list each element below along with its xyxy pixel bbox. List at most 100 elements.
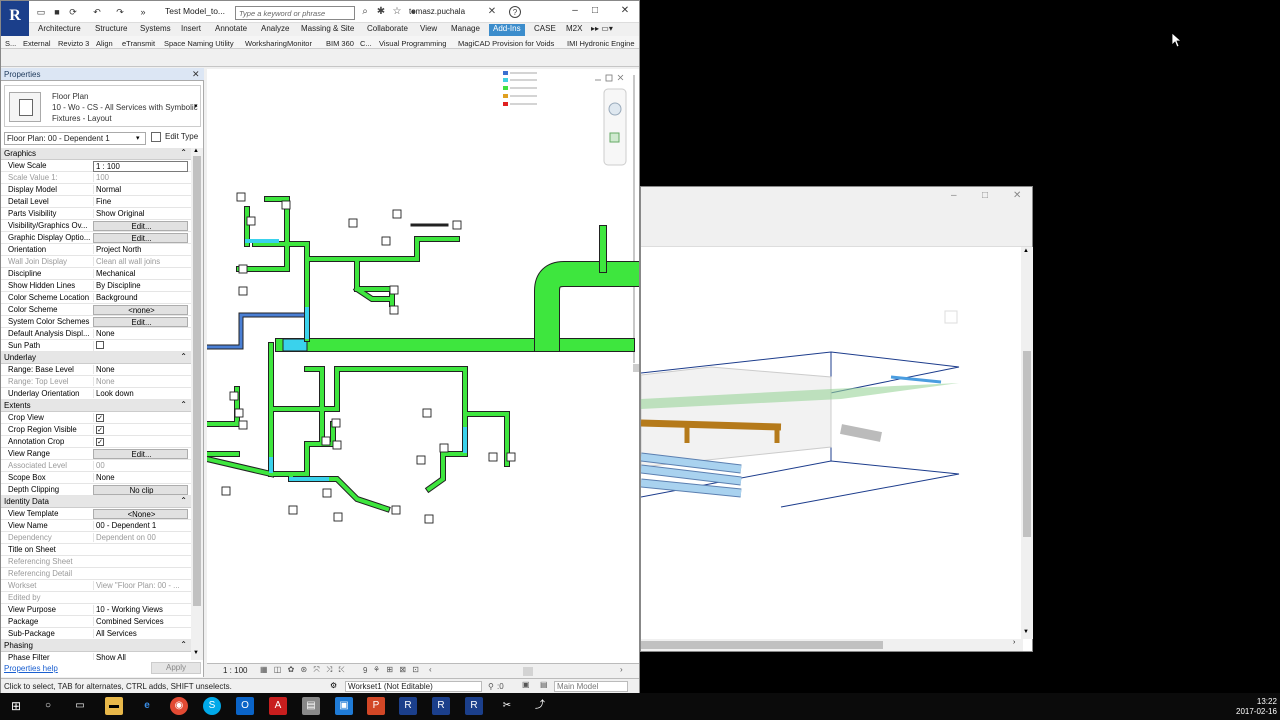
editing-requests-icon[interactable]: ⚲ <box>488 682 494 691</box>
collapse-icon[interactable]: ⌃ <box>180 148 187 157</box>
chevron-down-icon[interactable]: ▾ <box>136 135 140 142</box>
scroll-up-icon[interactable]: ▲ <box>1023 248 1029 254</box>
canvas-scrollbar-thumb[interactable] <box>633 364 639 372</box>
instance-filter-dropdown[interactable]: Floor Plan: 00 - Dependent 1 <box>4 132 146 145</box>
remote-desktop-icon[interactable]: ▣ <box>335 697 353 715</box>
star-icon[interactable]: ☆ <box>392 6 402 17</box>
property-value[interactable]: By Discipline <box>93 281 188 290</box>
tab-manage[interactable]: Manage <box>451 24 480 33</box>
taskbar-app-icon[interactable]: ⤴ <box>535 700 545 711</box>
3d-vertical-scrollbar[interactable]: ▲ ▼ <box>1021 247 1033 639</box>
floor-plan-view[interactable] <box>203 69 641 663</box>
tab-structure[interactable]: Structure <box>95 24 128 33</box>
scroll-down-icon[interactable]: ▼ <box>193 650 199 656</box>
maximize-icon[interactable]: □ <box>982 190 989 201</box>
app-icon-generic[interactable]: ▤ <box>302 697 320 715</box>
tab-view[interactable]: View <box>420 24 438 33</box>
property-value[interactable]: Look down <box>93 389 188 398</box>
edge-icon[interactable]: e <box>144 700 150 711</box>
scrollbar-thumb[interactable] <box>1023 351 1031 537</box>
search-input[interactable]: Type a keyword or phrase <box>235 6 355 20</box>
scroll-left-icon[interactable]: ‹ <box>429 665 432 674</box>
property-edit-button[interactable]: Edit... <box>93 221 188 231</box>
property-group-header[interactable]: Identity Data⌃ <box>1 496 191 508</box>
navigation-bar[interactable] <box>603 88 627 166</box>
scrollbar-thumb[interactable] <box>193 156 201 606</box>
property-edit-button[interactable]: <None> <box>93 509 188 519</box>
steering-wheel-icon[interactable] <box>608 102 622 116</box>
windows-start-icon[interactable]: ⊞ <box>10 699 22 713</box>
zoom-icon[interactable] <box>609 132 620 143</box>
property-value[interactable]: Fine <box>93 197 188 206</box>
active-workset-dropdown[interactable]: Workset1 (Not Editable) <box>345 681 482 692</box>
3d-view-window[interactable]: – □ ✕ ▲ ▼ › <box>640 186 1033 652</box>
view-control-icons-2[interactable]: ⚘ ⊞ ⊠ ⊡ <box>373 665 421 674</box>
checkbox[interactable]: ✓ <box>96 438 104 446</box>
minimize-icon[interactable]: – <box>951 190 957 201</box>
file-explorer-icon[interactable]: ▬ <box>105 697 123 715</box>
addin-s[interactable]: S... <box>5 39 17 48</box>
type-selector[interactable]: Floor Plan 10 - Wo - CS - All Services w… <box>4 85 201 127</box>
subscription-icon[interactable]: ✱ <box>376 6 386 17</box>
addin-bim360[interactable]: BIM 360 <box>326 39 354 48</box>
tab-systems[interactable]: Systems <box>140 24 171 33</box>
tab-add-ins[interactable]: Add-Ins <box>489 24 525 36</box>
addin-revizto[interactable]: Revizto 3 <box>58 39 90 48</box>
workset-icon[interactable]: ⚙ <box>330 681 338 690</box>
checkbox[interactable] <box>96 341 104 349</box>
redo-icon[interactable]: ↷ <box>116 7 124 17</box>
view-control-icons[interactable]: ▦ ◫ ✿ ⊛ ⤧ ⤨ ⤪ <box>260 665 348 674</box>
addin-imi-hydronic[interactable]: IMI Hydronic Engine <box>567 39 635 48</box>
property-value[interactable]: 1 : 100 <box>93 161 188 172</box>
property-edit-button[interactable]: <none> <box>93 305 188 315</box>
view-scale-label[interactable]: 1 : 100 <box>223 666 248 675</box>
scroll-down-icon[interactable]: ▼ <box>1023 629 1029 635</box>
task-view-icon[interactable]: ▭ <box>75 700 85 711</box>
property-value[interactable]: All Services <box>93 629 188 638</box>
property-value[interactable]: None <box>93 365 188 374</box>
taskbar-clock[interactable]: 13:22 2017-02-16 <box>1236 697 1277 717</box>
property-group-header[interactable]: Graphics⌃ <box>1 148 191 160</box>
edit-type-icon[interactable] <box>151 132 161 142</box>
tab-massing-site[interactable]: Massing & Site <box>301 24 355 33</box>
property-value[interactable]: 10 - Working Views <box>93 605 188 614</box>
collapse-icon[interactable]: ⌃ <box>180 496 187 505</box>
revit-icon[interactable]: R <box>465 697 483 715</box>
addin-magicad[interactable]: MagiCAD Provision for Voids <box>458 39 555 48</box>
binoculars-icon[interactable]: ⌕ <box>362 6 368 17</box>
ribbon-options-icon[interactable]: ▸▸ ▭▾ <box>591 24 613 33</box>
addin-space-naming[interactable]: Space Naming Utility <box>164 39 234 48</box>
minimize-icon[interactable]: – <box>572 5 578 16</box>
addin-c[interactable]: C... <box>360 39 372 48</box>
checkbox[interactable]: ✓ <box>96 426 104 434</box>
property-value[interactable]: None <box>93 473 188 482</box>
properties-scrollbar[interactable]: ▲ ▼ <box>191 148 203 660</box>
chevron-down-icon[interactable]: ▾ <box>194 103 198 110</box>
design-option-dropdown[interactable]: Main Model <box>554 681 628 692</box>
save-icon[interactable]: ■ <box>54 7 60 17</box>
more-icon[interactable]: » <box>140 7 146 17</box>
user-icon[interactable]: ● <box>410 7 416 16</box>
horizontal-scrollbar-thumb[interactable] <box>523 667 533 676</box>
tab-insert[interactable]: Insert <box>181 24 202 33</box>
apply-button[interactable]: Apply <box>151 662 201 674</box>
property-value[interactable]: Background <box>93 293 188 302</box>
snipping-tool-icon[interactable]: ✂ <box>502 700 512 711</box>
filter-icon[interactable]: ▤ <box>540 680 548 689</box>
maximize-icon[interactable]: □ <box>591 5 599 16</box>
tab-architecture[interactable]: Architecture <box>38 24 81 33</box>
property-group-header[interactable]: Extents⌃ <box>1 400 191 412</box>
property-value[interactable]: None <box>93 329 188 338</box>
tab-case[interactable]: CASE <box>534 24 556 33</box>
collapse-icon[interactable]: ⌃ <box>180 400 187 409</box>
open-icon[interactable]: ▭ <box>36 7 46 17</box>
close-icon[interactable]: ✕ <box>620 5 630 16</box>
design-options-icon[interactable]: ▣ <box>522 680 530 689</box>
search-icon[interactable]: ○ <box>44 700 52 711</box>
collapse-icon[interactable]: ⌃ <box>180 640 187 649</box>
addin-external[interactable]: External <box>23 39 51 48</box>
property-value[interactable]: ✓ <box>93 425 188 434</box>
property-value[interactable]: ✓ <box>93 437 188 446</box>
property-edit-button[interactable]: Edit... <box>93 233 188 243</box>
scrollbar-thumb[interactable] <box>641 641 883 649</box>
